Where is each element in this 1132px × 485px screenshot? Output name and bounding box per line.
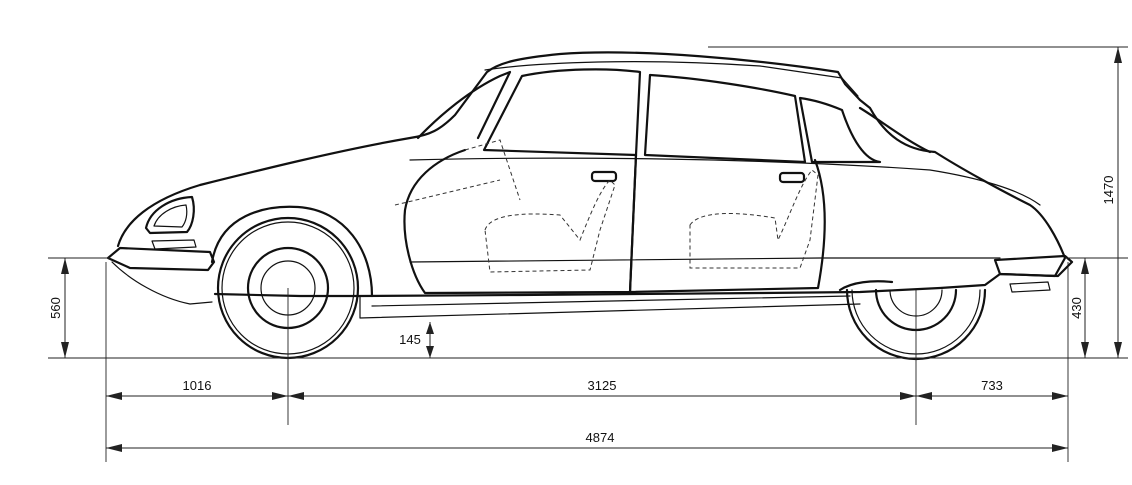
- rear-bumper: [993, 254, 1074, 278]
- arrow: [916, 392, 932, 400]
- front-overhang-label: 1016: [183, 378, 212, 393]
- front-wheel-arch: [210, 205, 374, 298]
- dimension-lines: [48, 46, 1128, 462]
- overall-height-label: 1470: [1101, 176, 1116, 205]
- indicator: [151, 239, 197, 250]
- arrow: [426, 346, 434, 358]
- arrow: [61, 258, 69, 274]
- body-crease: [409, 257, 1001, 263]
- roof-edge: [484, 61, 859, 97]
- front-door-handle: [590, 170, 618, 183]
- rear-door-window: [643, 73, 807, 164]
- rear-window: [858, 106, 932, 154]
- front-door-window: [482, 68, 642, 157]
- car-side-profile: [106, 51, 1074, 361]
- sill: [359, 295, 861, 319]
- quarter-window: [798, 96, 882, 164]
- wheelbase-label: 3125: [588, 378, 617, 393]
- steering-column: [394, 139, 521, 206]
- arrow: [61, 342, 69, 358]
- rear-bumper-height-label: 430: [1069, 297, 1084, 319]
- overall-length-label: 4874: [586, 430, 615, 445]
- arrow: [1081, 342, 1089, 358]
- body-outline: [116, 51, 1067, 298]
- headlamp-inner: [153, 204, 188, 228]
- front-bumper: [106, 246, 216, 272]
- arrow: [1081, 258, 1089, 274]
- rear-overhang-label: 733: [981, 378, 1003, 393]
- rear-door-outline: [628, 153, 826, 294]
- rear-door-handle: [778, 171, 806, 184]
- exhaust: [1009, 281, 1051, 293]
- front-bumper-height-label: 560: [48, 297, 63, 319]
- arrow: [106, 392, 122, 400]
- headlamp: [144, 195, 195, 235]
- arrow: [1114, 47, 1122, 63]
- arrow: [1052, 444, 1068, 452]
- front-seat: [484, 179, 616, 273]
- waist-line: [409, 157, 1041, 206]
- rear-seat: [689, 169, 819, 269]
- front-valance: [111, 261, 213, 305]
- ground-clearance-label: 145: [399, 332, 421, 347]
- rear-spat-edge: [838, 280, 894, 292]
- arrow: [900, 392, 916, 400]
- arrow: [1052, 392, 1068, 400]
- arrow: [426, 322, 434, 334]
- arrow: [106, 444, 122, 452]
- windscreen: [416, 70, 512, 140]
- arrow: [1114, 342, 1122, 358]
- dimension-labels: 1016 3125 733 4874 145 560 430 1470: [48, 176, 1116, 445]
- front-door-outline: [403, 148, 638, 295]
- arrow: [288, 392, 304, 400]
- arrow: [272, 392, 288, 400]
